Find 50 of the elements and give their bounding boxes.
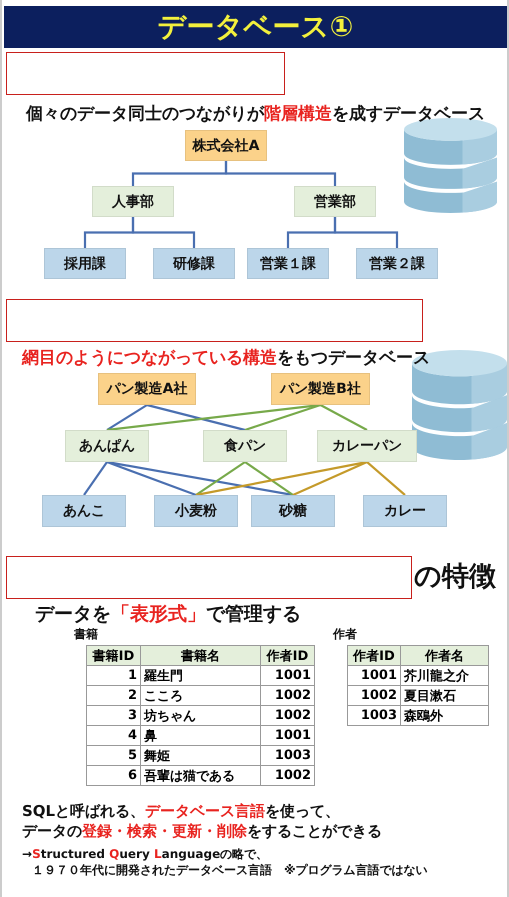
ingredient-box: あんこ: [42, 495, 126, 527]
header-cell: 作者ID: [347, 645, 401, 666]
table-caption: 作者: [333, 626, 357, 643]
connector-line: [106, 460, 196, 496]
heading: 個々のデータ同士のつながりが階層構造を成すデータベース: [26, 103, 485, 125]
connector-line: [83, 461, 108, 496]
table-cell: 1003: [347, 705, 401, 726]
connector-line: [244, 404, 321, 432]
header-cell: 書籍名: [140, 645, 261, 666]
section-box: 研修課: [153, 248, 235, 279]
product-box: 食パン: [203, 430, 287, 462]
connector-line: [195, 461, 246, 496]
header-cell: 作者名: [400, 645, 489, 666]
company-box: パン製造A社: [98, 373, 196, 405]
connector-line: [224, 161, 336, 186]
title-banner: データベース①: [4, 6, 507, 48]
note-text: →Structured Query Languageの略で、: [22, 846, 268, 863]
connector-line: [320, 404, 368, 431]
product-box: あんぱん: [65, 430, 149, 462]
department-box: 営業部: [294, 186, 376, 217]
heading: の特徴: [414, 560, 496, 594]
section-box: 採用課: [44, 248, 126, 279]
header-cell: 作者ID: [260, 645, 315, 666]
description-text: データの登録・検索・更新・削除をすることができる: [22, 822, 382, 841]
connector-line: [366, 461, 406, 496]
company-box: 株式会社A: [185, 130, 267, 161]
ingredient-box: 砂糖: [251, 495, 335, 527]
connector-line: [106, 404, 148, 431]
section-box: 営業１課: [247, 248, 329, 279]
table-cell: 6: [86, 765, 141, 786]
section-box: 営業２課: [356, 248, 438, 279]
description-text: SQLと呼ばれる、データベース言語を使って、: [22, 802, 340, 821]
heading: データを「表形式」で管理する: [35, 602, 301, 627]
table-cell: 1002: [260, 765, 315, 786]
connector-line: [106, 460, 294, 496]
product-box: カレーパン: [317, 430, 417, 462]
connector-line: [146, 404, 246, 432]
ingredient-box: 小麦粉: [154, 495, 238, 527]
company-box: パン製造B社: [271, 373, 370, 405]
table-cell: 森鴎外: [400, 705, 489, 726]
connector-line: [132, 217, 196, 248]
connector-line: [244, 461, 294, 496]
ingredient-box: カレー: [363, 495, 447, 527]
heading: 網目のようにつながっている構造をもつデータベース: [22, 347, 430, 369]
note-text: １９７０年代に開発されたデータベース言語 ※プログラム言語ではない: [32, 862, 428, 879]
connector-line: [334, 217, 398, 248]
header-cell: 書籍ID: [86, 645, 141, 666]
department-box: 人事部: [92, 186, 174, 217]
connector-line: [292, 461, 368, 496]
table-caption: 書籍: [74, 626, 98, 643]
